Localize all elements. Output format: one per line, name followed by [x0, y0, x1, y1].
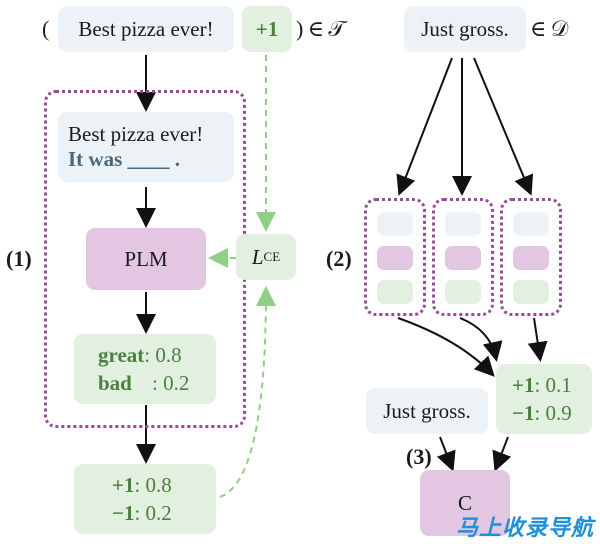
- open-paren: (: [42, 16, 50, 41]
- set-membership-d: ∈ 𝒟: [530, 16, 569, 41]
- ensemble-score: : 0.1: [534, 373, 572, 397]
- arrow-d-to-frame1: [396, 57, 453, 196]
- unlabeled-example-input: Just gross.: [404, 6, 526, 52]
- mini-plm-box: [513, 246, 549, 270]
- verbalizer-word: bad: [98, 371, 132, 395]
- ensemble-label: −1: [512, 401, 535, 425]
- step-label-3: (3): [406, 444, 432, 469]
- pvp-frame-2: [432, 198, 494, 316]
- ensemble-label: +1: [512, 373, 535, 397]
- cloze-prompt-box: Best pizza ever! It was ____ .: [58, 112, 234, 182]
- arrow-frame1-to-scores: [397, 317, 495, 377]
- plm-box: PLM: [86, 228, 206, 290]
- step-label-1: (1): [6, 246, 32, 271]
- query-input-box: Just gross.: [366, 388, 488, 434]
- label-score: : 0.8: [134, 473, 172, 497]
- arrow-frame3-to-scores: [527, 317, 548, 362]
- verbalizer-score: : 0.8: [144, 343, 182, 367]
- verbalizer-word: great: [98, 343, 145, 367]
- arrow-d-to-frame3: [473, 57, 534, 196]
- loss-subscript: CE: [263, 249, 281, 264]
- mini-score-box: [445, 280, 481, 304]
- mini-prompt-box: [377, 212, 413, 236]
- dashed-arrow-labels-to-loss: [219, 286, 276, 498]
- arrow-query-to-classifier: [436, 436, 456, 472]
- mini-plm-box: [445, 246, 481, 270]
- mini-score-box: [377, 280, 413, 304]
- label-name: −1: [112, 501, 135, 525]
- loss-symbol: L: [251, 244, 264, 269]
- arrow-scores-to-classifier: [492, 436, 512, 472]
- arrow-frame2-to-scores: [459, 317, 503, 362]
- mini-plm-box: [377, 246, 413, 270]
- mini-prompt-box: [513, 212, 549, 236]
- prompt-line-1: Best pizza ever!: [68, 122, 204, 146]
- ensemble-scores-box: +1: 0.1 −1: 0.9: [496, 364, 592, 434]
- pvp-frame-3: [500, 198, 562, 316]
- watermark-text: 马上收录导航: [455, 516, 594, 541]
- verbalizer-scores-box: great: 0.8 bad : 0.2: [74, 334, 216, 404]
- label-score-row: +1: 0.8: [112, 471, 172, 499]
- set-membership-t: ) ∈ 𝒯: [296, 16, 346, 41]
- verbalizer-row: bad : 0.2: [98, 369, 189, 397]
- verbalizer-score: : 0.2: [152, 371, 190, 395]
- label-score-row: −1: 0.2: [112, 499, 172, 527]
- ensemble-score-row: +1: 0.1: [512, 371, 572, 399]
- step-label-2: (2): [326, 246, 352, 271]
- label-name: +1: [112, 473, 135, 497]
- label-score: : 0.2: [134, 501, 172, 525]
- mini-prompt-box: [445, 212, 481, 236]
- pvp-frame-1: [364, 198, 426, 316]
- labeled-example-input: Best pizza ever!: [58, 6, 234, 52]
- gold-label-box: +1: [242, 6, 292, 52]
- ensemble-score-row: −1: 0.9: [512, 399, 572, 427]
- classifier-box: C: [420, 470, 510, 536]
- mini-score-box: [513, 280, 549, 304]
- verbalizer-row: great: 0.8: [98, 341, 182, 369]
- prompt-line-2: It was ____ .: [68, 147, 181, 171]
- ensemble-score: : 0.9: [534, 401, 572, 425]
- label-scores-box: +1: 0.8 −1: 0.2: [74, 464, 216, 534]
